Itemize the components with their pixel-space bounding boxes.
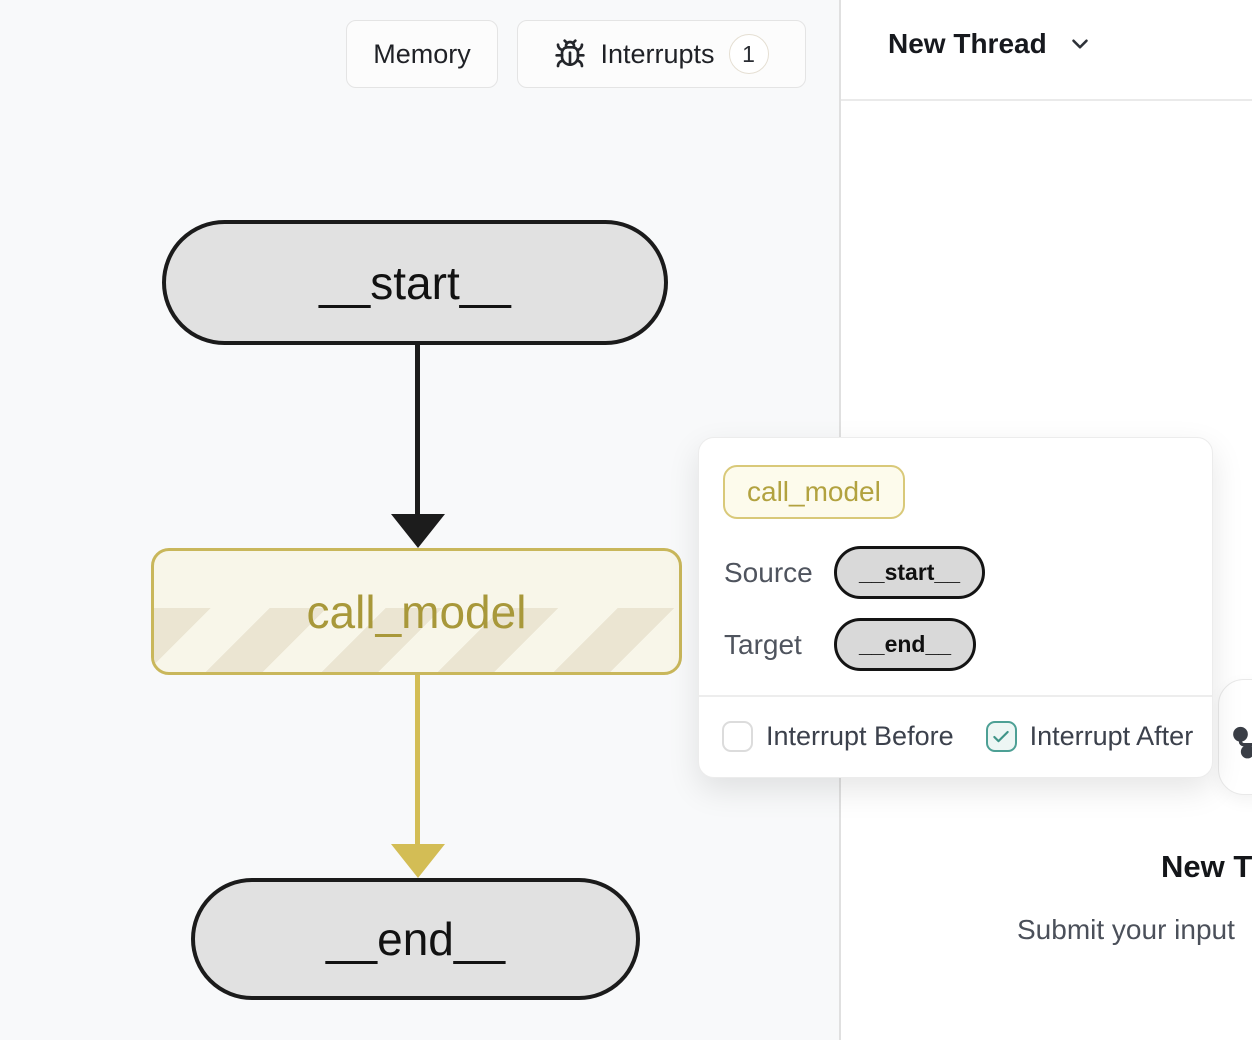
bug-icon [554,38,586,70]
interrupts-count-badge: 1 [728,34,769,74]
interrupted-stripes-pattern [154,608,679,672]
memory-button[interactable]: Memory [346,20,498,88]
arrowhead-icon [391,844,445,878]
interrupts-button[interactable]: Interrupts 1 [517,20,806,88]
target-node-pill: __end__ [834,618,977,671]
memory-button-label: Memory [373,38,471,69]
graph-node-start[interactable]: __start__ [162,220,668,345]
edge-callmodel-to-end [415,675,420,846]
git-fork-icon[interactable] [1230,722,1252,764]
empty-state-subtitle: Submit your input [1017,914,1235,945]
node-details-popover: call_model Source __start__ Target __end… [698,437,1213,778]
edge-start-to-callmodel [415,345,420,516]
interrupt-after-label[interactable]: Interrupt After [1029,721,1194,752]
popover-divider [699,695,1212,697]
node-start-label: __start__ [319,256,511,309]
target-row: Target __end__ [724,618,977,671]
node-end-label: __end__ [325,913,506,965]
graph-node-call-model[interactable]: call_model [151,548,682,675]
source-node-pill: __start__ [834,546,986,599]
header-divider [841,99,1252,101]
chevron-down-icon [1065,31,1095,57]
interrupt-after-checkbox[interactable] [985,721,1017,753]
interrupt-before-checkbox[interactable] [722,721,753,753]
node-call-model-label: call_model [306,585,527,638]
interrupts-button-label: Interrupts [600,38,715,69]
thread-selector[interactable]: New Thread [888,28,1095,60]
interrupt-options: Interrupt Before Interrupt After [699,697,1212,778]
target-label: Target [724,628,802,660]
source-row: Source __start__ [724,546,986,599]
graph-node-end[interactable]: __end__ [191,878,640,1000]
arrowhead-icon [391,514,445,548]
interrupt-before-label[interactable]: Interrupt Before [766,721,954,752]
thread-selector-title: New Thread [888,28,1047,59]
source-label: Source [724,556,813,588]
empty-state-title: New Thread [1161,849,1252,884]
popover-node-badge: call_model [723,465,905,519]
